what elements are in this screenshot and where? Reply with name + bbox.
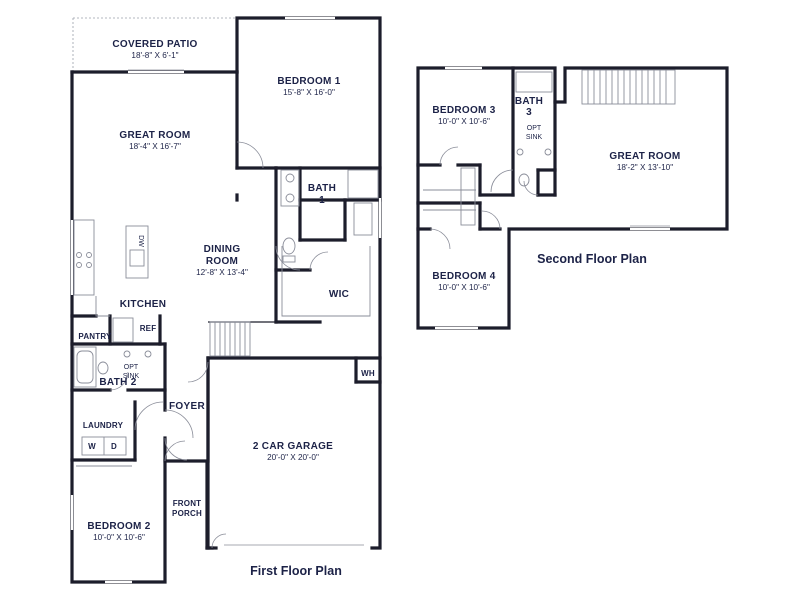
opt-sink-label-upper-line2: SINK	[526, 134, 543, 141]
front-porch-label-line2: PORCH	[172, 509, 202, 518]
second-floor-labels: BEDROOM 3 10'-0" X 10'-6" BATH 3 OPT SIN…	[432, 96, 680, 292]
opt-sink-label-upper: OPT	[527, 125, 542, 132]
great-room-dims: 18'-4" X 16'-7"	[129, 142, 181, 151]
dryer-label: D	[111, 442, 117, 451]
second-floor-exterior-walls	[416, 66, 729, 330]
second-floor-interior-walls	[416, 66, 557, 231]
garage-label: 2 CAR GARAGE	[253, 441, 333, 452]
bedroom-3-dims: 10'-0" X 10'-6"	[438, 117, 490, 126]
bedroom-2-label: BEDROOM 2	[87, 521, 150, 532]
great-room-label: GREAT ROOM	[119, 130, 190, 141]
second-floor-plan-title: Second Floor Plan	[537, 252, 647, 266]
first-floor-exterior-walls	[70, 16, 382, 584]
bedroom-1-label: BEDROOM 1	[277, 76, 340, 87]
dishwasher-label: DW	[137, 235, 144, 247]
first-floor-labels: COVERED PATIO 18'-8" X 6'-1" BEDROOM 1 1…	[78, 39, 374, 542]
covered-patio-dims: 18'-8" X 6'-1"	[131, 51, 178, 60]
first-floor-interior-walls	[70, 70, 382, 550]
first-floor-plan: COVERED PATIO 18'-8" X 6'-1" BEDROOM 1 1…	[70, 16, 382, 584]
upper-great-room-dims: 18'-2" X 13'-10"	[617, 163, 673, 172]
opt-sink-label-line2: SINK	[123, 373, 140, 380]
laundry-label: LAUNDRY	[83, 421, 124, 430]
dining-room-dims: 12'-8" X 13'-4"	[196, 268, 248, 277]
bedroom-3-label: BEDROOM 3	[432, 105, 495, 116]
covered-patio-label: COVERED PATIO	[112, 39, 197, 50]
front-porch-label: FRONT	[173, 499, 202, 508]
first-floor-stairs	[209, 321, 251, 357]
bath-1-number: 1	[319, 195, 325, 206]
second-floor-windows	[435, 66, 670, 330]
bedroom-4-dims: 10'-0" X 10'-6"	[438, 283, 490, 292]
ref-label: REF	[140, 324, 157, 333]
bath-1-label: BATH	[308, 183, 336, 194]
dining-room-label: DINING	[204, 244, 241, 255]
bedroom-1-dims: 15'-8" X 16'-0"	[283, 88, 335, 97]
bedroom-4-label: BEDROOM 4	[432, 271, 495, 282]
foyer-label: FOYER	[169, 401, 205, 412]
second-floor-plan: BEDROOM 3 10'-0" X 10'-6" BATH 3 OPT SIN…	[416, 66, 729, 330]
upper-great-room-label: GREAT ROOM	[609, 151, 680, 162]
first-floor-plan-title: First Floor Plan	[250, 564, 342, 578]
bath-2-label: BATH 2	[99, 377, 136, 388]
garage-dims: 20'-0" X 20'-0"	[267, 453, 319, 462]
kitchen-label: KITCHEN	[120, 299, 167, 310]
second-floor-stairs	[581, 69, 676, 105]
bedroom-2-dims: 10'-0" X 10'-6"	[93, 533, 145, 542]
bath-3-label: BATH	[515, 96, 543, 107]
first-floor-fixtures	[73, 141, 379, 549]
water-heater-label: WH	[361, 369, 375, 378]
pantry-label: PANTRY	[78, 332, 112, 341]
wic-label: WIC	[329, 289, 349, 300]
dining-room-label-line2: ROOM	[206, 256, 238, 267]
opt-sink-label: OPT	[124, 364, 139, 371]
first-floor-windows	[70, 16, 382, 584]
bath-3-number: 3	[526, 107, 532, 118]
second-floor-fixtures	[423, 69, 676, 250]
washer-label: W	[88, 442, 96, 451]
